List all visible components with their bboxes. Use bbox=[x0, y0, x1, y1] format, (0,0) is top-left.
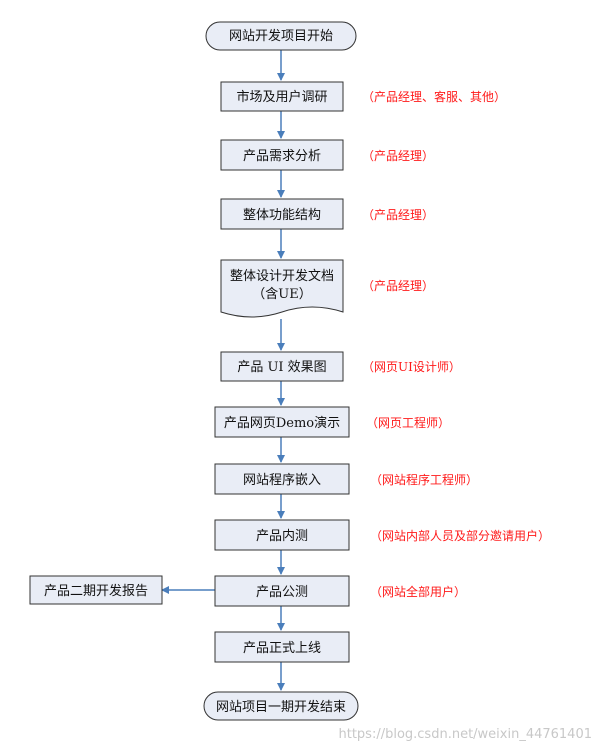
process-phase2-report: 产品二期开发报告 bbox=[29, 575, 163, 605]
process-market-research: 市场及用户调研 bbox=[220, 81, 344, 112]
flow-arrows bbox=[161, 50, 285, 691]
public-test-note: （网站全部用户） bbox=[370, 584, 466, 599]
demo-label: 产品网页Demo演示 bbox=[224, 415, 340, 431]
design-doc-label-line1: 整体设计开发文档 bbox=[230, 268, 334, 284]
function-structure-note: （产品经理） bbox=[362, 208, 434, 222]
market-research-note: （产品经理、客服、其他） bbox=[362, 89, 506, 104]
internal-test-note: （网站内部人员及部分邀请用户） bbox=[370, 528, 550, 543]
process-requirements: 产品需求分析 bbox=[220, 139, 344, 171]
start-label: 网站开发项目开始 bbox=[229, 28, 333, 44]
process-launch: 产品正式上线 bbox=[214, 631, 350, 663]
design-doc-label-line2: （含UE） bbox=[252, 286, 311, 302]
end-label: 网站项目一期开发结束 bbox=[216, 699, 346, 715]
phase2-report-label: 产品二期开发报告 bbox=[44, 583, 148, 599]
process-ui-design: 产品 UI 效果图 bbox=[220, 351, 344, 382]
end-terminal: 网站项目一期开发结束 bbox=[203, 691, 359, 721]
launch-label: 产品正式上线 bbox=[243, 641, 321, 656]
demo-note: （网页工程师） bbox=[366, 415, 450, 430]
market-research-label: 市场及用户调研 bbox=[236, 89, 327, 105]
watermark: https://blog.csdn.net/weixin_44761401 bbox=[338, 727, 592, 742]
ui-design-label: 产品 UI 效果图 bbox=[237, 360, 326, 375]
process-demo: 产品网页Demo演示 bbox=[214, 406, 350, 438]
internal-test-label: 产品内测 bbox=[256, 528, 308, 544]
requirements-note: （产品经理） bbox=[362, 149, 434, 163]
public-test-label: 产品公测 bbox=[256, 585, 308, 600]
process-public-test: 产品公测 bbox=[214, 575, 350, 607]
start-terminal: 网站开发项目开始 bbox=[205, 21, 357, 51]
requirements-label: 产品需求分析 bbox=[243, 149, 321, 164]
embed-note: （网站程序工程师） bbox=[370, 472, 478, 487]
process-embed: 网站程序嵌入 bbox=[214, 463, 350, 495]
embed-label: 网站程序嵌入 bbox=[243, 473, 321, 488]
process-internal-test: 产品内测 bbox=[214, 519, 350, 551]
ui-design-note: （网页UI设计师） bbox=[362, 360, 461, 374]
process-function-structure: 整体功能结构 bbox=[220, 198, 344, 230]
function-structure-label: 整体功能结构 bbox=[243, 208, 321, 223]
document-design-doc: 整体设计开发文档 （含UE） bbox=[220, 259, 344, 318]
design-doc-note: （产品经理） bbox=[362, 279, 434, 293]
